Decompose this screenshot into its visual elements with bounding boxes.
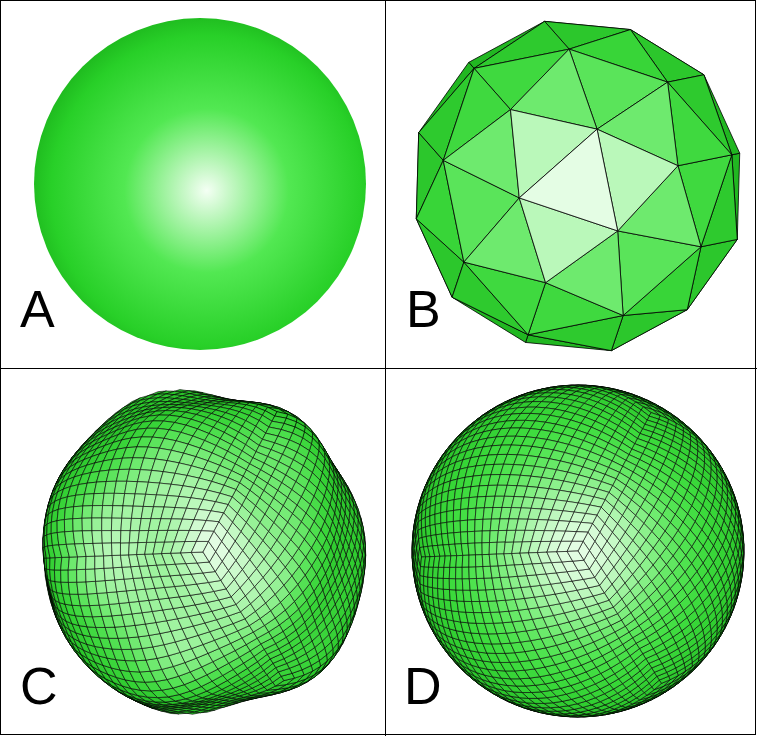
mesh-face [57, 508, 65, 521]
mesh-face [129, 543, 138, 555]
mesh-face [120, 543, 129, 555]
mesh-face [92, 506, 103, 518]
mesh-face [82, 518, 92, 531]
mesh-face [102, 531, 112, 544]
mesh-face [93, 543, 104, 556]
geodesic-sphere [416, 21, 739, 350]
mesh-face [86, 556, 95, 569]
mesh-face [122, 506, 133, 519]
mesh-face [102, 506, 113, 519]
mesh-face [102, 518, 112, 531]
mesh-face [519, 129, 617, 231]
mesh-face [86, 581, 97, 594]
mesh-face [73, 506, 83, 519]
mesh-face [92, 518, 102, 531]
mesh-face [68, 557, 77, 570]
mesh-face [93, 493, 105, 505]
mesh-face [111, 543, 120, 556]
mesh-face [54, 570, 61, 582]
mesh-face [668, 82, 732, 166]
mesh-face [86, 569, 96, 582]
mesh-face [51, 521, 57, 534]
mesh-face [112, 506, 123, 519]
panel-divider [0, 368, 757, 369]
mesh-face [104, 555, 114, 568]
mesh-face [82, 531, 93, 544]
mesh-face [83, 494, 94, 506]
mesh-face [68, 582, 78, 594]
smooth-sphere [34, 18, 366, 350]
mesh-face [64, 519, 73, 532]
mesh-face [57, 520, 65, 533]
mesh-face [103, 493, 115, 505]
mesh-face [113, 493, 125, 506]
mesh-face [68, 570, 77, 583]
mesh-face [73, 518, 83, 531]
mesh-face [77, 582, 88, 594]
smooth-quad-mesh [412, 385, 744, 717]
mesh-face [92, 531, 102, 544]
mesh-face [111, 518, 121, 530]
mesh-face [47, 522, 51, 535]
mesh-face [443, 110, 519, 198]
mesh-face [102, 543, 112, 556]
mesh-face [111, 531, 121, 543]
mesh-face [77, 556, 87, 569]
mesh-face [209, 531, 222, 551]
mesh-face [95, 568, 105, 581]
mesh-face [120, 531, 130, 543]
mesh-face [121, 518, 132, 530]
mesh-face [73, 531, 84, 544]
mesh-face [64, 507, 73, 520]
mesh-face [61, 570, 69, 582]
mesh-face [82, 506, 92, 519]
lumpy-quad-mesh [43, 390, 366, 715]
mesh-face [95, 556, 104, 569]
mesh-face [77, 569, 86, 582]
